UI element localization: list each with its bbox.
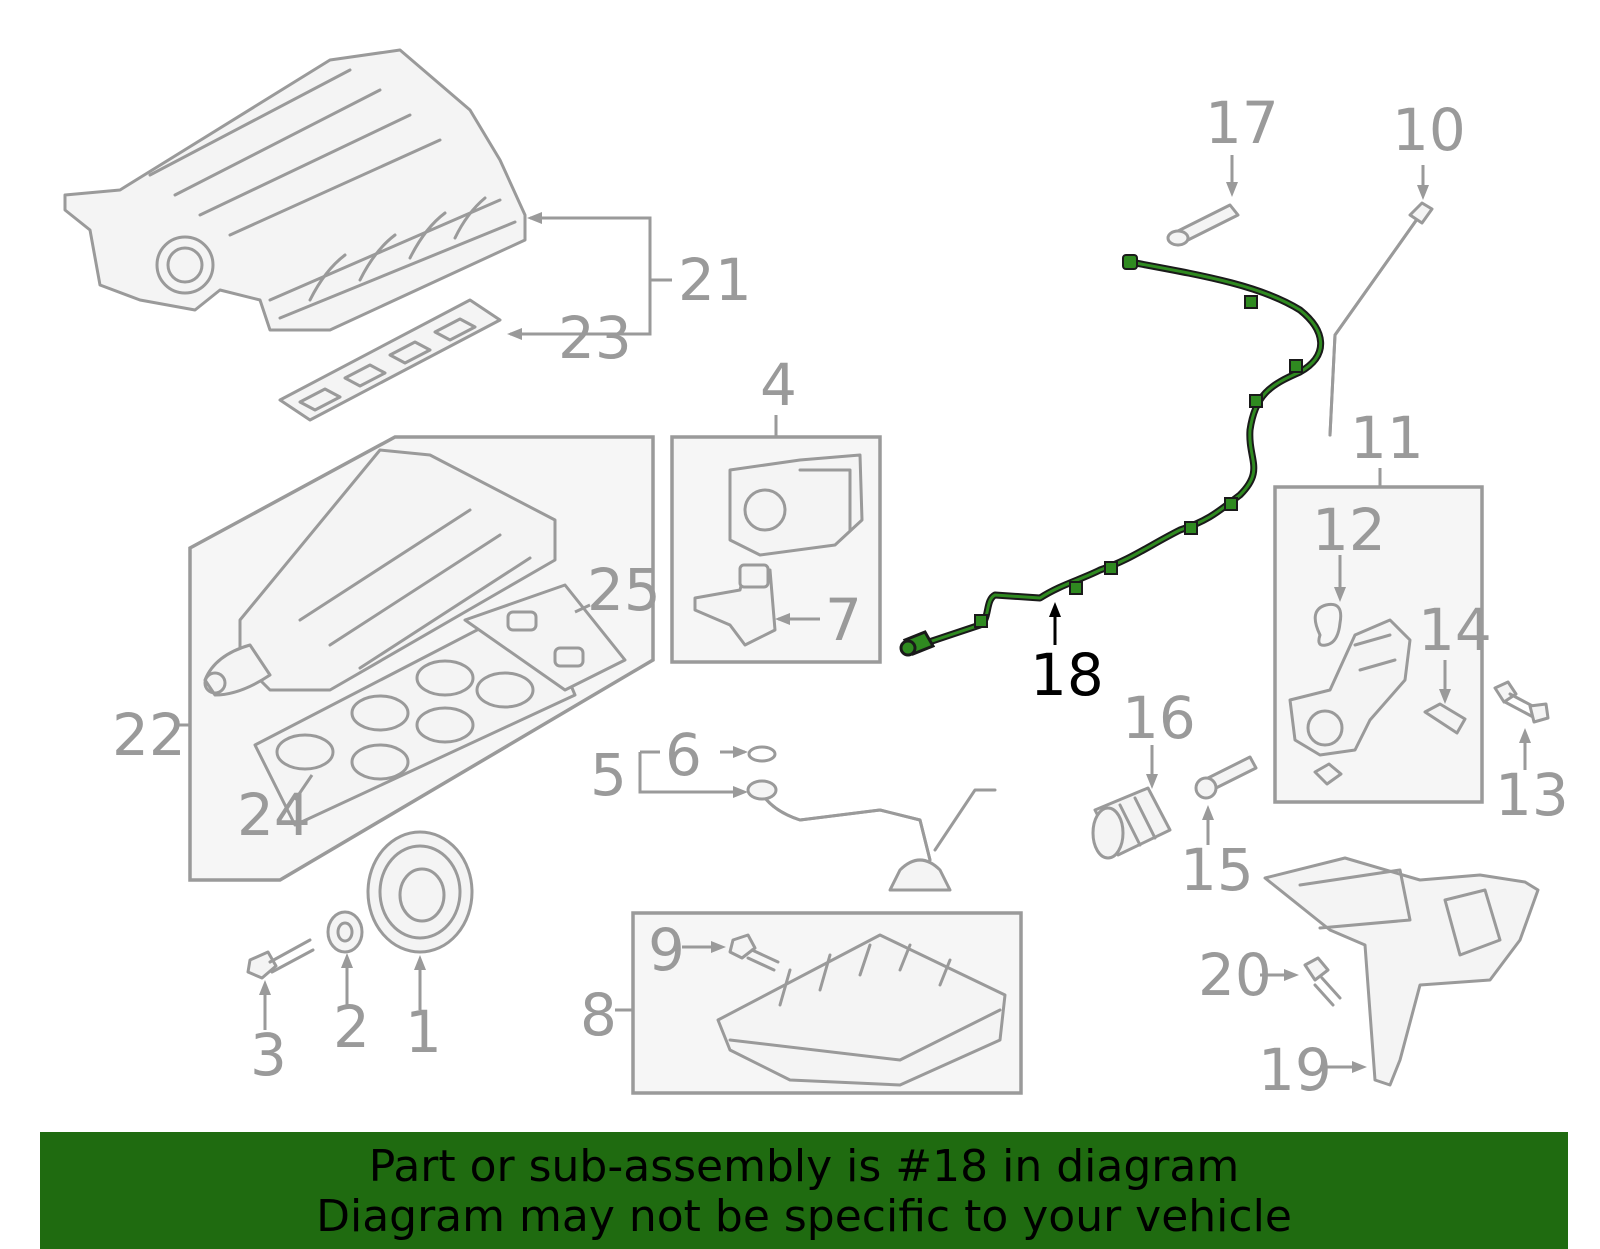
filter-adapter-part <box>1288 618 1412 786</box>
callout-11: 11 <box>1350 404 1424 472</box>
callout-17: 17 <box>1205 89 1279 157</box>
arrow-14 <box>1439 689 1451 704</box>
arrow-20 <box>1284 969 1299 981</box>
callout-20: 20 <box>1198 941 1272 1009</box>
callout-19: 19 <box>1258 1036 1332 1104</box>
banner-line-1: Part or sub-assembly is #18 in diagram <box>368 1141 1240 1192</box>
intake-manifold-part <box>63 48 527 332</box>
banner-line-2: Diagram may not be specific to your vehi… <box>316 1191 1292 1242</box>
leader-25 <box>574 603 591 614</box>
callout-4: 4 <box>760 351 797 419</box>
arrow-12 <box>1334 587 1346 602</box>
bolt-9-part <box>728 933 780 972</box>
leader-21-23 <box>510 216 672 336</box>
callout-22: 22 <box>112 701 186 769</box>
arrow-3 <box>259 980 271 995</box>
arrow-17 <box>1226 182 1238 197</box>
wiring-harness-18-part <box>899 254 1325 657</box>
callout-9: 9 <box>648 916 685 984</box>
callout-14: 14 <box>1418 596 1492 664</box>
arrow-23 <box>507 328 522 340</box>
gasket-set-25-part <box>463 583 627 692</box>
o-ring-6 <box>747 745 777 763</box>
callout-6: 6 <box>665 721 702 789</box>
oil-filter-part <box>1091 786 1172 860</box>
bolt-3-part <box>246 938 315 980</box>
arrow-16 <box>1146 774 1158 789</box>
arrow-18 <box>1049 602 1061 617</box>
callout-3: 3 <box>250 1021 287 1089</box>
callout-10: 10 <box>1392 96 1466 164</box>
arrow-1 <box>414 955 426 970</box>
callout-16: 16 <box>1122 684 1196 752</box>
callout-8: 8 <box>580 981 617 1049</box>
arrow-7 <box>775 613 790 625</box>
callout-18: 18 <box>1030 641 1104 709</box>
washer-part <box>326 910 364 954</box>
sensor-17-part <box>1166 203 1240 247</box>
arrow-15 <box>1202 805 1214 820</box>
oil-pickup-part <box>746 745 997 892</box>
dipstick-tube-part <box>1328 201 1434 437</box>
gasket-set-24-part <box>253 598 577 827</box>
arrow-6 <box>733 746 748 758</box>
callout-25: 25 <box>587 556 661 624</box>
crank-pulley-part <box>366 830 474 954</box>
oil-pump-part <box>728 453 864 557</box>
callout-5: 5 <box>590 741 627 809</box>
arrow-2 <box>341 953 353 968</box>
bolt-20-part <box>1303 956 1342 1007</box>
oil-pan-part <box>716 933 1007 1087</box>
intake-gasket-part <box>278 298 502 422</box>
arrow-10 <box>1417 185 1429 200</box>
stud-15-part <box>1194 755 1258 800</box>
bracket-19-part <box>1263 856 1540 1087</box>
arrow-9 <box>711 941 726 953</box>
sensor-14-part <box>1423 702 1467 735</box>
valve-7-part <box>693 563 777 647</box>
arrow-21 <box>527 212 542 224</box>
info-banner: Part or sub-assembly is #18 in diagram D… <box>40 1132 1568 1249</box>
callout-7: 7 <box>825 586 862 654</box>
leader-24 <box>293 774 314 801</box>
callout-15: 15 <box>1180 836 1254 904</box>
callout-23: 23 <box>558 304 632 372</box>
callout-12: 12 <box>1312 496 1386 564</box>
lower-intake-part <box>203 448 557 697</box>
callout-2: 2 <box>333 993 370 1061</box>
callout-24: 24 <box>237 781 311 849</box>
parts-diagram: 21 23 22 24 25 4 7 <box>63 48 1569 1104</box>
bolt-13-part <box>1493 680 1550 724</box>
callout-21: 21 <box>678 246 752 314</box>
callout-13: 13 <box>1495 761 1569 829</box>
arrow-13 <box>1519 728 1531 743</box>
arrow-5 <box>733 786 748 798</box>
callout-1: 1 <box>405 998 442 1066</box>
arrow-19 <box>1352 1061 1367 1073</box>
gasket-12-part <box>1313 602 1343 647</box>
